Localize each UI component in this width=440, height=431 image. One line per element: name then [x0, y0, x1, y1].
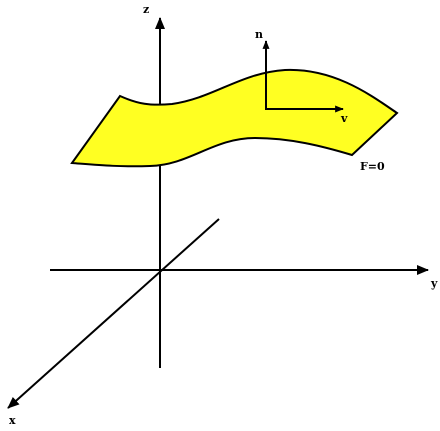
surface-patch	[70, 68, 399, 168]
surface-equation-label: F=0	[360, 160, 385, 173]
x-axis-label: x	[9, 414, 16, 427]
z-axis-label: z	[143, 3, 149, 16]
normal-vector-label: n	[255, 28, 263, 41]
y-axis-label: y	[430, 277, 438, 290]
tangent-vector-label: v	[340, 112, 348, 125]
x-axis	[7, 218, 220, 409]
